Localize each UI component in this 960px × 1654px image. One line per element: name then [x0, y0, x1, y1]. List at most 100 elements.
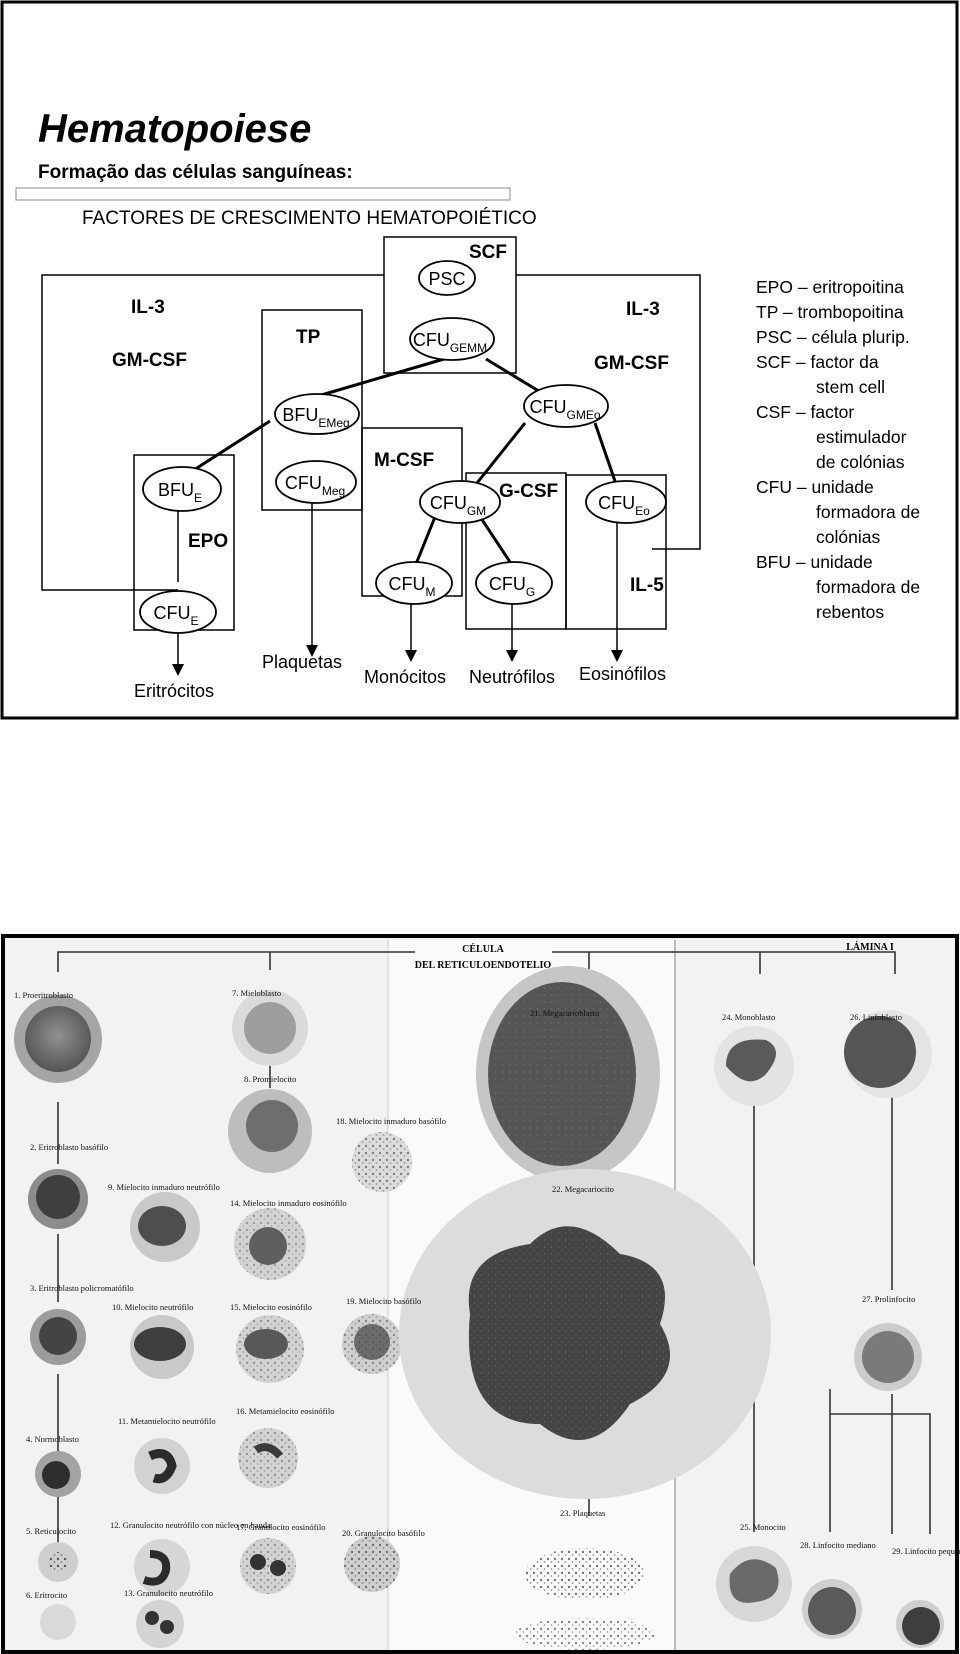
gmcsf-right-label: GM-CSF — [594, 353, 669, 374]
abbreviation-legend: EPO – eritropoitina TP – trombopoitina P… — [756, 277, 920, 622]
eosinofilos-label: Eosinófilos — [579, 664, 666, 684]
svg-text:SCF – factor da: SCF – factor da — [756, 352, 879, 372]
cell-label-17: 17. Granulocito eosinófilo — [236, 1522, 325, 1532]
cell-label-1: 1. Proeritroblasto — [14, 990, 73, 1000]
bfu-emeg-label: BFUEMeg — [282, 405, 349, 430]
erythroid-series — [14, 995, 102, 1640]
svg-text:stem cell: stem cell — [816, 377, 885, 397]
cell-label-4: 4. Normoblasto — [26, 1434, 79, 1444]
cell-label-24: 24. Monoblasto — [722, 1012, 775, 1022]
cell-label-20: 20. Granulocito basófilo — [342, 1528, 425, 1538]
svg-text:rebentos: rebentos — [816, 602, 884, 622]
il5-label: IL-5 — [630, 575, 664, 596]
cfu-m-label: CFUM — [389, 574, 436, 599]
cell-label-6: 6. Eritrocito — [26, 1590, 67, 1600]
svg-text:formadora de: formadora de — [816, 577, 920, 597]
cfu-m-node — [375, 561, 453, 605]
cfu-g-label: CFUG — [489, 574, 535, 599]
cell-label-26: 26. Linfoblasto — [850, 1012, 902, 1022]
cell-label-15: 15. Mielocito eosinófilo — [230, 1302, 312, 1312]
cfu-e-node — [139, 590, 217, 634]
cfu-eo-label: CFUEo — [598, 493, 650, 518]
slide-title: Hematopoiese — [38, 107, 311, 151]
lineage-lines — [182, 357, 619, 566]
cell-label-16: 16. Metamielocito eosinófilo — [236, 1406, 334, 1416]
cell-labels: 1. Proeritroblasto 2. Eritroblasto basóf… — [14, 988, 960, 1600]
gmcsf-left-label: GM-CSF — [112, 350, 187, 371]
cfu-gmeo-node — [523, 384, 609, 428]
cfu-eo-node — [585, 480, 667, 524]
svg-text:formadora de: formadora de — [816, 502, 920, 522]
cell-label-13: 13. Granulocito neutrófilo — [124, 1588, 213, 1598]
svg-text:BFU – unidade: BFU – unidade — [756, 552, 873, 572]
cfu-gm-label: CFUGM — [430, 493, 486, 518]
svg-text:CFU – unidade: CFU – unidade — [756, 477, 874, 497]
cell-label-5: 5. Reticulocito — [26, 1526, 76, 1536]
plate-header-line2: DEL RETICULOENDOTELIO — [415, 960, 552, 971]
cell-label-19: 19. Mielocito basófilo — [346, 1296, 421, 1306]
svg-text:CSF – factor: CSF – factor — [756, 402, 854, 422]
cfu-meg-label: CFUMeg — [285, 473, 345, 498]
cfu-gm-node — [419, 480, 501, 524]
hematopoiesis-slide: Hematopoiese Formação das células sanguí… — [0, 0, 959, 720]
slide-subtitle: Formação das células sanguíneas: — [38, 162, 353, 183]
cell-label-21: 21. Megacarioblasto — [530, 1008, 599, 1018]
cell-label-2: 2. Eritroblasto basófilo — [30, 1142, 108, 1152]
il3-left-label: IL-3 — [131, 297, 165, 318]
cell-label-23: 23. Plaquetas — [560, 1508, 605, 1518]
svg-text:de colónias: de colónias — [816, 452, 905, 472]
cell-label-14: 14. Mielocito inmaduro eosinófilo — [230, 1198, 347, 1208]
cell-label-12: 12. Granulocito neutrófilo con núcleo en… — [110, 1520, 271, 1530]
cfu-gmeo-label: CFUGMEo — [529, 397, 600, 422]
cell-label-8: 8. Promielocito — [244, 1074, 296, 1084]
epo-label: EPO — [188, 531, 228, 552]
cell-label-29: 29. Linfocito pequeño — [892, 1546, 960, 1556]
cell-label-27: 27. Prolinfocito — [862, 1294, 915, 1304]
tp-label: TP — [296, 327, 321, 348]
cell-label-25: 25. Monocito — [740, 1522, 786, 1532]
cfu-meg-node — [275, 460, 357, 504]
plate-header: CÉLULA DEL RETICULOENDOTELIO LÁMINA I — [415, 941, 894, 971]
psc-node — [418, 260, 476, 296]
blank-bar — [15, 187, 511, 201]
mcsf-label: M-CSF — [374, 450, 434, 471]
svg-text:TP – trombopoitina: TP – trombopoitina — [756, 302, 904, 322]
bfu-e-node — [142, 466, 222, 512]
cell-label-11: 11. Metamielocito neutrófilo — [118, 1416, 216, 1426]
scf-box — [383, 236, 517, 374]
svg-text:PSC – célula plurip.: PSC – célula plurip. — [756, 327, 910, 347]
cell-label-18: 18. Mielocito inmaduro basófilo — [336, 1116, 446, 1126]
mono-lymph-series — [714, 1010, 944, 1648]
cell-label-28: 28. Linfocito mediano — [800, 1540, 876, 1550]
gcsf-label: G-CSF — [499, 481, 558, 502]
psc-label: PSC — [428, 269, 465, 289]
progenitor-nodes — [139, 260, 667, 634]
plate-number: LÁMINA I — [846, 941, 894, 953]
hematopoiesis-plate: CÉLULA DEL RETICULOENDOTELIO LÁMINA I — [1, 934, 960, 1654]
scf-label: SCF — [469, 242, 507, 263]
plaquetas-label: Plaquetas — [262, 652, 342, 672]
factor-labels: SCF IL-3 GM-CSF TP IL-3 GM-CSF M-CSF G-C… — [112, 242, 669, 596]
neutrofilos-label: Neutrófilos — [469, 667, 555, 687]
section-heading: FACTORES DE CRESCIMENTO HEMATOPOIÉTICO — [82, 208, 537, 229]
il5-box — [565, 474, 667, 630]
plate-header-line1: CÉLULA — [462, 943, 504, 955]
cell-label-22: 22. Megacariocito — [552, 1184, 614, 1194]
cell-label-9: 9. Mielocito inmaduro neutrófilo — [108, 1182, 220, 1192]
il3-right-label: IL-3 — [626, 299, 660, 320]
cfu-g-node — [475, 561, 553, 605]
svg-text:colónias: colónias — [816, 527, 880, 547]
cell-label-3: 3. Eritroblasto policromatófilo — [30, 1283, 134, 1293]
il3-right-box — [516, 274, 701, 550]
granulocyte-series — [130, 990, 412, 1648]
svg-text:estimulador: estimulador — [816, 427, 907, 447]
output-labels: Eritrócitos Plaquetas Monócitos Neutrófi… — [134, 652, 666, 701]
svg-text:EPO – eritropoitina: EPO – eritropoitina — [756, 277, 904, 297]
cfu-gemm-label: CFUGEMM — [413, 330, 487, 355]
bfu-emeg-node — [274, 393, 360, 435]
megakaryocyte-series — [399, 966, 771, 1650]
monocitos-label: Monócitos — [364, 667, 446, 687]
il3-left-box — [41, 274, 384, 591]
node-labels: PSC CFUGEMM BFUEMeg CFUGMEo BFUE CFUMeg … — [153, 269, 650, 628]
cfu-gemm-node — [409, 317, 495, 361]
